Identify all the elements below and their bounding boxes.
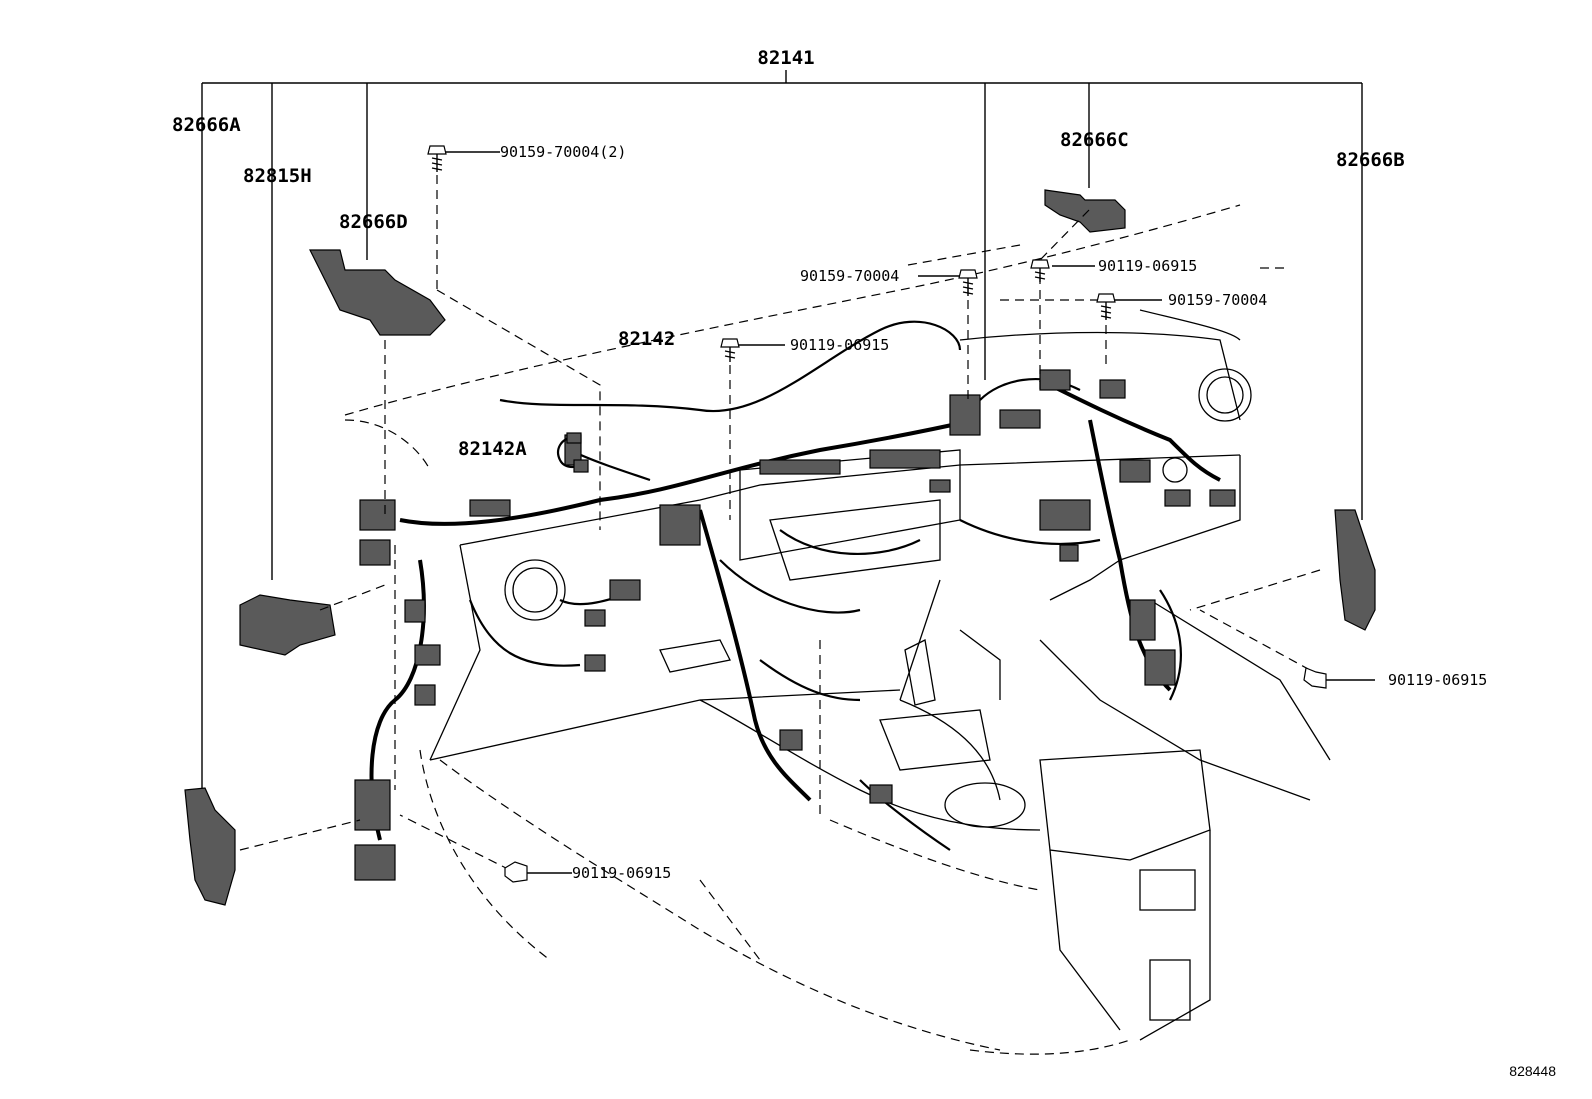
label-screw-center: 90159-70004 [800,267,899,285]
harness-connectors [359,369,1236,804]
label-bolt-center: 90119-06915 [790,336,889,354]
leader-82141 [201,70,1363,790]
block-82815h [239,594,336,656]
lower-left-connector-cluster [354,779,396,881]
label-82815h: 82815H [243,165,312,187]
label-bolt-left-lower: 90119-06915 [572,864,671,882]
bracket-82666a [184,787,236,906]
connector-82142a [557,432,589,473]
label-82666b: 82666B [1336,149,1405,171]
label-82666a: 82666A [172,114,241,136]
label-82666d: 82666D [339,211,408,233]
bracket-82666b [1334,509,1376,631]
label-bolt-right-lower: 90119-06915 [1388,671,1487,689]
bolt-90119-left-lower [504,861,572,883]
label-screw-top-left: 90159-70004(2) [500,143,626,161]
part-labels: 82141 82666A 82815H 82666D 82666C 82666B… [172,47,1556,1079]
bolt-90119-center [720,338,785,362]
label-bolt-top-right: 90119-06915 [1098,257,1197,275]
dashboard-panel [429,309,1331,1041]
screw-90159-top-left [427,145,500,172]
label-82141: 82141 [757,47,814,69]
screw-90159-right [1096,293,1162,320]
bolt-90119-right-lower [1303,667,1375,689]
bracket-82666d [309,249,446,336]
wire-harness-82141 [369,320,1221,851]
figure-id: 828448 [1509,1063,1556,1079]
bolt-90119-top-right [1030,259,1095,282]
label-82142: 82142 [618,328,675,350]
label-82666c: 82666C [1060,129,1129,151]
screw-90159-center [918,269,978,296]
bracket-82666c [1044,189,1126,233]
dashboard-body-outline [344,204,1241,1055]
label-82142a: 82142A [458,438,527,460]
label-screw-right: 90159-70004 [1168,291,1267,309]
fastener-leaders [239,175,1321,871]
